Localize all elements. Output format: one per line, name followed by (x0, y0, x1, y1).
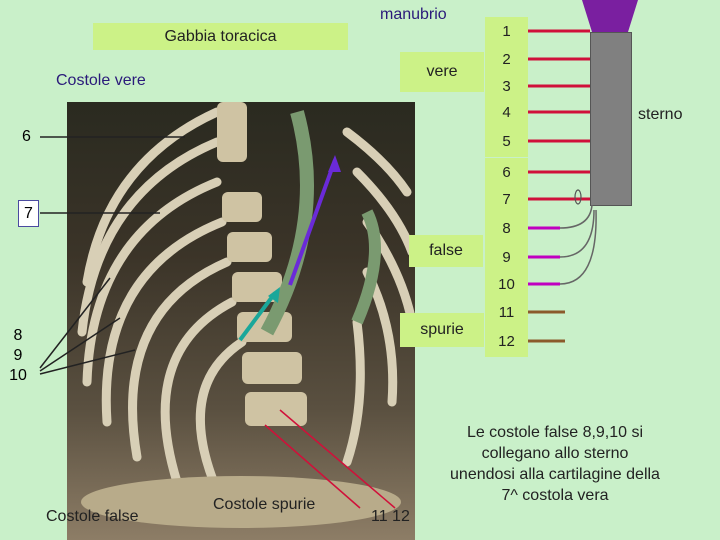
rib-number-10: 10 (485, 270, 528, 300)
false-box: false (409, 235, 483, 267)
spurie-box: spurie (400, 313, 484, 347)
title-box: Gabbia toracica (93, 23, 348, 50)
rib-number-4: 4 (485, 98, 528, 128)
costole-false-label: Costole false (46, 508, 139, 525)
rib-cage-illustration (77, 102, 415, 528)
rib-number-5: 5 (485, 127, 528, 157)
side-label-6: 6 (22, 128, 31, 145)
costole-spurie-label: Costole spurie (213, 496, 316, 513)
side-label-8-9-10: 8 9 10 (6, 326, 30, 386)
rib-number-1: 1 (485, 17, 528, 47)
ribs-11-12-label: 11 12 (371, 508, 410, 525)
rib-number-2: 2 (485, 45, 528, 75)
rib-number-9: 9 (485, 243, 528, 273)
rib-number-12: 12 (485, 327, 528, 357)
side-label-8: 8 (13, 327, 23, 344)
manubrio-label: manubrio (380, 6, 447, 23)
rib-number-7: 7 (485, 185, 528, 215)
side-label-10: 10 (9, 367, 27, 384)
manubrium-shape (582, 0, 638, 32)
rib-number-11: 11 (485, 298, 528, 328)
sternum-shape (590, 32, 632, 206)
rib-number-6: 6 (485, 158, 528, 188)
vere-box: vere (400, 52, 484, 92)
side-label-7: 7 (18, 200, 39, 227)
rib-number-8: 8 (485, 214, 528, 244)
costole-vere-label: Costole vere (56, 72, 146, 89)
side-label-9: 9 (13, 347, 23, 364)
explanation-note: Le costole false 8,9,10 si collegano all… (450, 424, 660, 504)
rib-number-3: 3 (485, 72, 528, 102)
sterno-label: sterno (638, 106, 683, 123)
rib-cage-photo (67, 102, 415, 540)
